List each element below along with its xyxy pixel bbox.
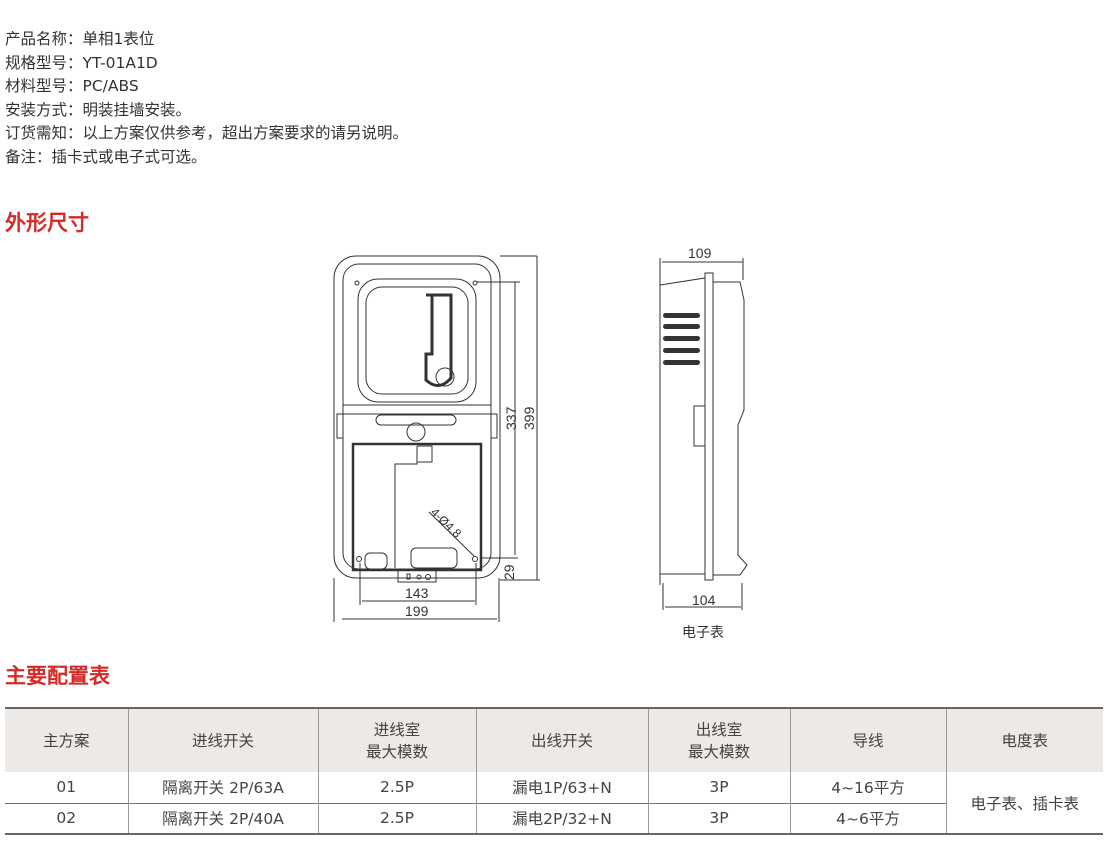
- cell-wire: 4~6平方: [789, 803, 946, 834]
- spec-remarks: 备注：插卡式或电子式可选。: [5, 147, 207, 166]
- dim-199: 199: [405, 603, 429, 619]
- table-header-row: 主方案 进线开关 进线室最大模数 出线开关 出线室最大模数 导线 电度表: [5, 708, 1103, 772]
- spec-order-notes: 订货需知：以上方案仅供参考，超出方案要求的请另说明。: [5, 124, 409, 142]
- col-header-scheme: 主方案: [42, 731, 90, 750]
- col-header-inlet-modules: 进线室最大模数: [317, 708, 476, 772]
- spec-name: 产品名称：单相1表位: [5, 30, 155, 48]
- cell-inlet-modules: 2.5P: [317, 772, 476, 803]
- cell-scheme: 02: [56, 809, 77, 828]
- dim-29: 29: [501, 564, 517, 580]
- cell-outlet-switch: 漏电2P/32+N: [475, 803, 648, 834]
- product-spec-list: 产品名称：单相1表位 规格型号：YT-01A1D 材料型号：PC/ABS 安装方…: [5, 28, 408, 169]
- cell-outlet-modules: 3P: [647, 772, 790, 803]
- section-title-dimensions: 外形尺寸: [5, 211, 89, 235]
- hole-label: 4-Ø4.8: [428, 505, 464, 541]
- col-header-meter: 电度表: [945, 708, 1103, 772]
- col-header-outlet-switch: 出线开关: [475, 708, 648, 772]
- cell-inlet-switch: 隔离开关 2P/63A: [127, 772, 318, 803]
- config-table: 主方案 进线开关 进线室最大模数 出线开关 出线室最大模数 导线 电度表 01 …: [5, 707, 1103, 835]
- dim-109: 109: [688, 245, 712, 261]
- spec-material: 材料型号：PC/ABS: [5, 77, 139, 95]
- col-header-wire: 导线: [789, 708, 946, 772]
- table-row: 02 隔离开关 2P/40A 2.5P 漏电2P/32+N 3P 4~6平方: [5, 803, 1103, 834]
- cell-outlet-switch: 漏电1P/63+N: [475, 772, 648, 803]
- cell-outlet-modules: 3P: [647, 803, 790, 834]
- dimension-drawing: 4-Ø4.8 337 399 29 143 199 109 104 电子表: [333, 245, 748, 640]
- side-view: 109 104 电子表: [659, 245, 748, 640]
- dim-337: 337: [503, 406, 519, 430]
- col-header-outlet-modules: 出线室最大模数: [647, 708, 790, 772]
- spec-model: 规格型号：YT-01A1D: [5, 53, 158, 72]
- dim-143: 143: [405, 585, 429, 601]
- cell-meter: 电子表、插卡表: [945, 772, 1103, 834]
- side-view-caption: 电子表: [682, 624, 724, 640]
- cell-inlet-switch: 隔离开关 2P/40A: [127, 803, 318, 834]
- section-title-config: 主要配置表: [5, 664, 110, 688]
- front-view: 4-Ø4.8 337 399 29 143 199: [333, 255, 540, 622]
- dim-104: 104: [692, 592, 716, 608]
- table-row: 01 隔离开关 2P/63A 2.5P 漏电1P/63+N 3P 4~16平方 …: [5, 772, 1103, 834]
- cell-wire: 4~16平方: [789, 772, 946, 803]
- cell-scheme: 01: [56, 778, 77, 797]
- col-header-inlet-switch: 进线开关: [127, 708, 318, 772]
- spec-installation: 安装方式：明装挂墙安装。: [5, 100, 192, 119]
- cell-inlet-modules: 2.5P: [317, 803, 476, 834]
- dim-399: 399: [521, 406, 537, 430]
